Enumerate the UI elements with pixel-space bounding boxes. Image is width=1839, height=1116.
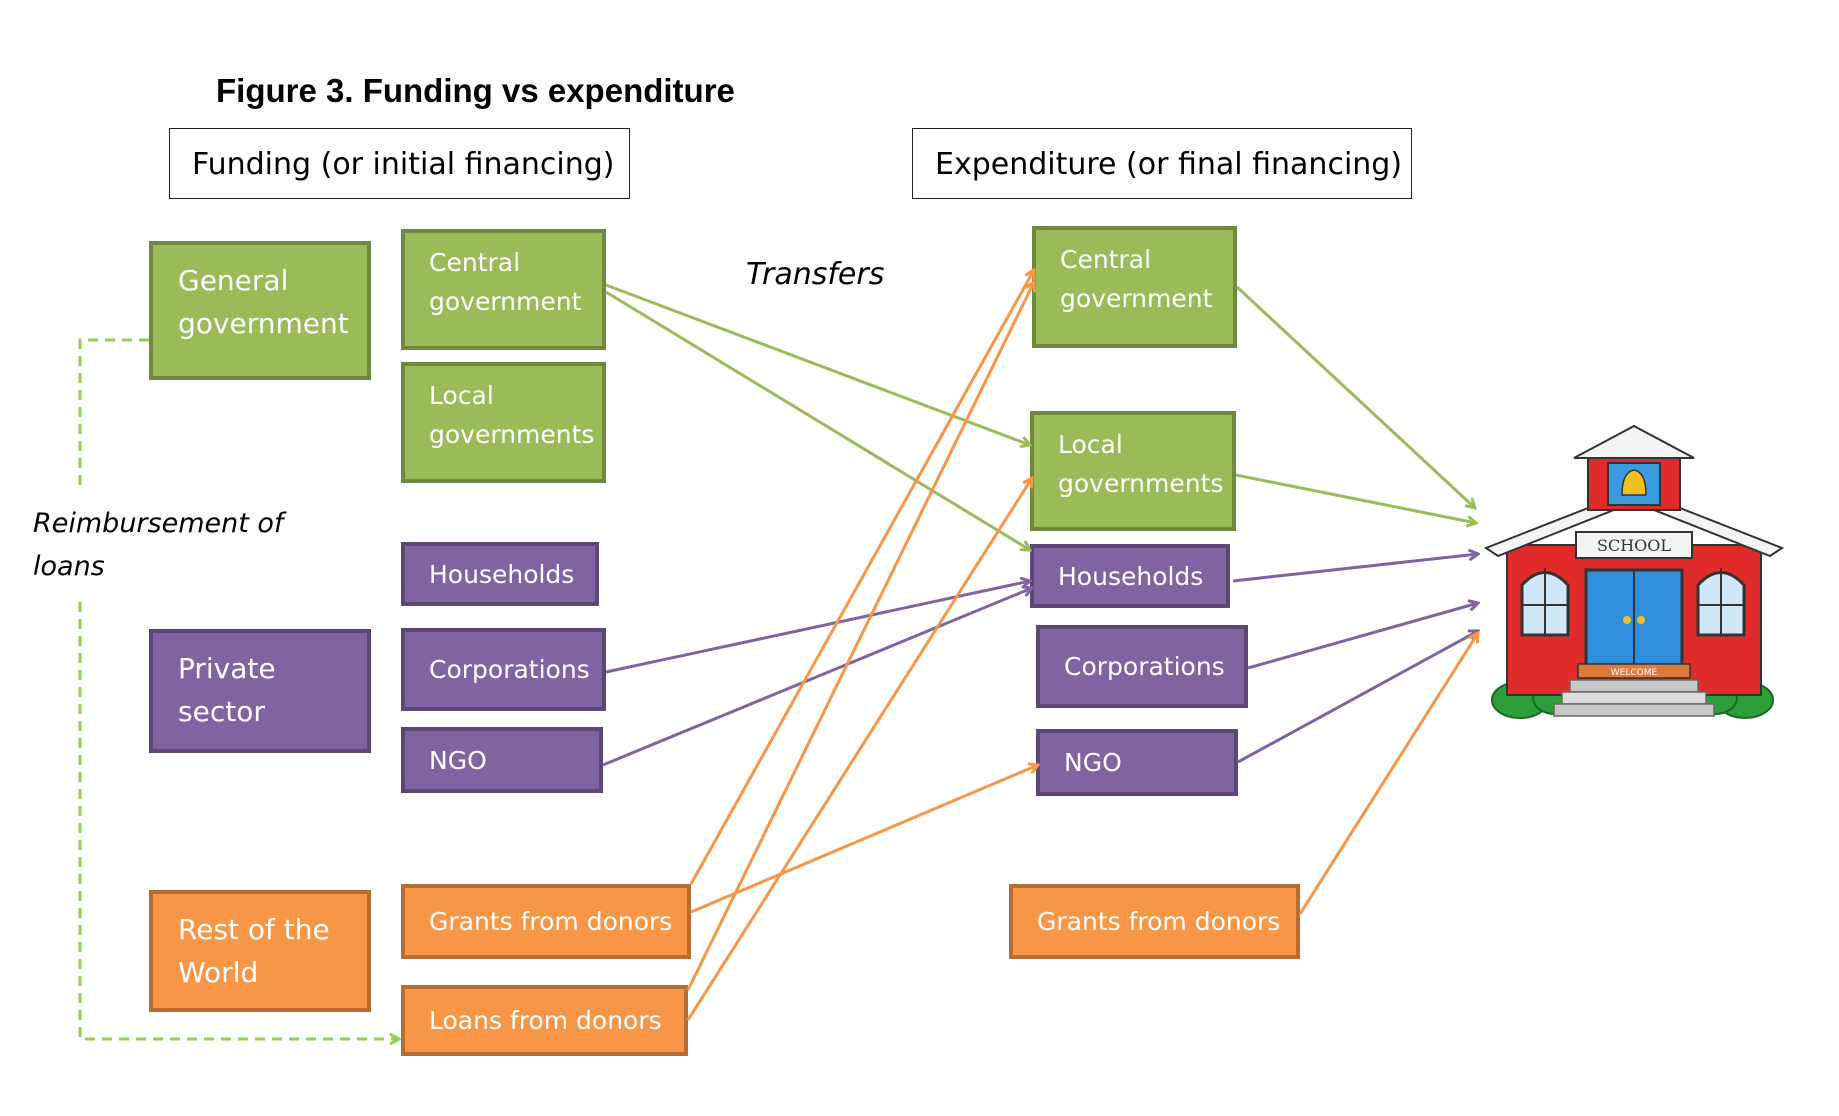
reimbursement-dashed-line-bottom — [78, 602, 399, 1039]
expenditure-ngo: NGO — [1036, 729, 1238, 796]
funding-local-governments: Local governments — [401, 362, 606, 483]
funding-grants: Grants from donors — [401, 884, 691, 959]
school-icon: SCHOOL WELCOME — [1483, 424, 1785, 719]
funding-loans-label: Loans from donors — [429, 1006, 662, 1035]
funding-local-governments-line2: governments — [429, 420, 595, 449]
sector-rest-of-world-line1: Rest of the — [178, 913, 330, 946]
expenditure-households: Households — [1030, 544, 1230, 608]
expenditure-central-government-line1: Central — [1060, 245, 1152, 274]
reimbursement-label-line1: Reimbursement of — [33, 508, 284, 539]
expenditure-grants: Grants from donors — [1009, 884, 1300, 959]
arrow-loans-to-local — [686, 478, 1032, 1021]
expenditure-local-governments-line1: Local — [1058, 430, 1123, 459]
school-sign-text: SCHOOL — [1597, 536, 1671, 555]
sector-private-line2: sector — [178, 695, 265, 728]
sector-rest-of-world: Rest of the World — [149, 890, 371, 1012]
arrow-exp-central-to-school — [1235, 285, 1475, 508]
funding-header: Funding (or initial financing) — [169, 128, 630, 199]
sector-general-government: General government — [149, 241, 371, 380]
expenditure-grants-label: Grants from donors — [1037, 907, 1281, 936]
reimbursement-label: Reimbursement of loans — [33, 502, 283, 588]
funding-local-governments-line1: Local — [429, 381, 494, 410]
arrow-exp-ngo-to-school — [1237, 631, 1478, 764]
expenditure-central-government: Central government — [1032, 226, 1237, 348]
expenditure-corporations-label: Corporations — [1064, 652, 1225, 681]
funding-central-government-line2: government — [429, 287, 582, 316]
expenditure-local-governments: Local governments — [1030, 411, 1236, 531]
arrow-central-to-households — [605, 290, 1030, 550]
sector-private-line1: Private — [178, 652, 276, 685]
arrow-exp-households-to-school — [1232, 554, 1478, 583]
funding-households-label: Households — [429, 559, 575, 589]
funding-ngo-label: NGO — [429, 745, 487, 775]
transfers-label: Transfers — [746, 257, 885, 292]
arrow-central-to-local — [605, 283, 1030, 445]
expenditure-households-label: Households — [1058, 561, 1204, 591]
funding-grants-label: Grants from donors — [429, 907, 673, 936]
sector-general-government-line2: government — [178, 307, 349, 340]
arrow-exp-corporations-to-school — [1247, 603, 1478, 670]
funding-loans: Loans from donors — [401, 985, 688, 1056]
arrow-grants-to-central — [689, 270, 1034, 885]
funding-ngo: NGO — [401, 727, 603, 793]
sector-rest-of-world-line2: World — [178, 956, 259, 989]
arrow-corporations-to-households — [605, 581, 1030, 674]
reimbursement-label-line2: loans — [33, 551, 105, 582]
arrow-loans-to-central — [686, 282, 1034, 991]
funding-header-text: Funding (or initial financing) — [192, 147, 615, 182]
arrow-exp-grants-to-school — [1298, 633, 1478, 915]
figure-title: Figure 3. Funding vs expenditure — [216, 72, 735, 109]
funding-households: Households — [401, 542, 599, 606]
expenditure-ngo-label: NGO — [1064, 748, 1122, 777]
funding-corporations: Corporations — [401, 628, 606, 711]
expenditure-header: Expenditure (or final financing) — [912, 128, 1412, 199]
arrow-ngo-to-households — [602, 588, 1032, 767]
funding-corporations-label: Corporations — [429, 655, 590, 684]
sector-general-government-line1: General — [178, 264, 289, 297]
expenditure-header-text: Expenditure (or final financing) — [935, 147, 1403, 182]
expenditure-local-governments-line2: governments — [1058, 469, 1224, 498]
reimbursement-dashed-line-top — [78, 338, 149, 492]
expenditure-central-government-line2: government — [1060, 284, 1213, 313]
welcome-mat-text: WELCOME — [1611, 668, 1658, 678]
funding-central-government-line1: Central — [429, 248, 521, 277]
arrow-grants-to-ngo — [690, 765, 1038, 914]
sector-private: Private sector — [149, 629, 371, 753]
expenditure-corporations: Corporations — [1036, 625, 1248, 708]
arrow-exp-local-to-school — [1235, 473, 1476, 523]
funding-central-government: Central government — [401, 229, 606, 350]
